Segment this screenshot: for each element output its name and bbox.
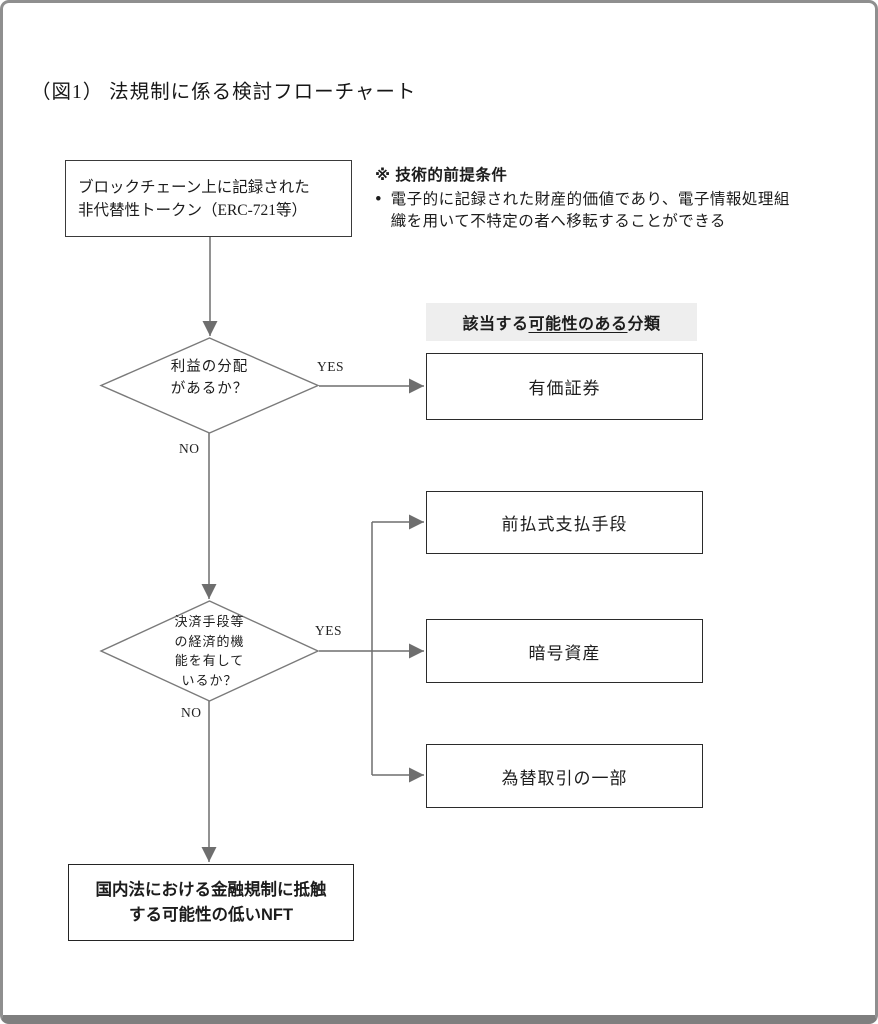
end-node-low-risk-nft: 国内法における金融規制に抵触 する可能性の低いNFT xyxy=(68,864,354,941)
category-crypto-asset: 暗号資産 xyxy=(426,619,703,683)
category-column-header: 該当する可能性のある分類 xyxy=(426,303,697,341)
category-prepaid-payment: 前払式支払手段 xyxy=(426,491,703,554)
category-header-underlined: 可能性のある xyxy=(528,316,628,333)
note-heading: ※ 技術的前提条件 xyxy=(375,167,508,184)
bullet-icon: • xyxy=(375,189,382,210)
decision2-yes-label: YES xyxy=(315,623,343,638)
decision1-profit-distribution: 利益の分配 があるか？ xyxy=(170,359,249,397)
category-header-prefix: 該当する xyxy=(462,316,529,333)
decision1-no-label: NO xyxy=(179,441,200,456)
decision1-yes-label: YES xyxy=(317,359,345,374)
decision2-no-label: NO xyxy=(181,705,202,720)
figure-title: （図1） 法規制に係る検討フローチャート xyxy=(31,82,417,103)
decision2-payment-function: 決済手段等 の経済的機 能を有して いるか？ xyxy=(174,614,245,688)
note-body: 電子的に記録された財産的価値であり、電子情報処理組 織を用いて不特定の者へ移転す… xyxy=(390,191,790,230)
category-header-suffix: 分類 xyxy=(627,316,661,333)
category-securities: 有価証券 xyxy=(426,353,703,420)
technical-precondition-note: ※ 技術的前提条件 • 電子的に記録された財産的価値であり、電子情報処理組 織を… xyxy=(375,163,867,233)
start-node-nft-token: ブロックチェーン上に記録された 非代替性トークン（ERC-721等） xyxy=(65,160,352,237)
category-exchange-transaction: 為替取引の一部 xyxy=(426,744,703,808)
